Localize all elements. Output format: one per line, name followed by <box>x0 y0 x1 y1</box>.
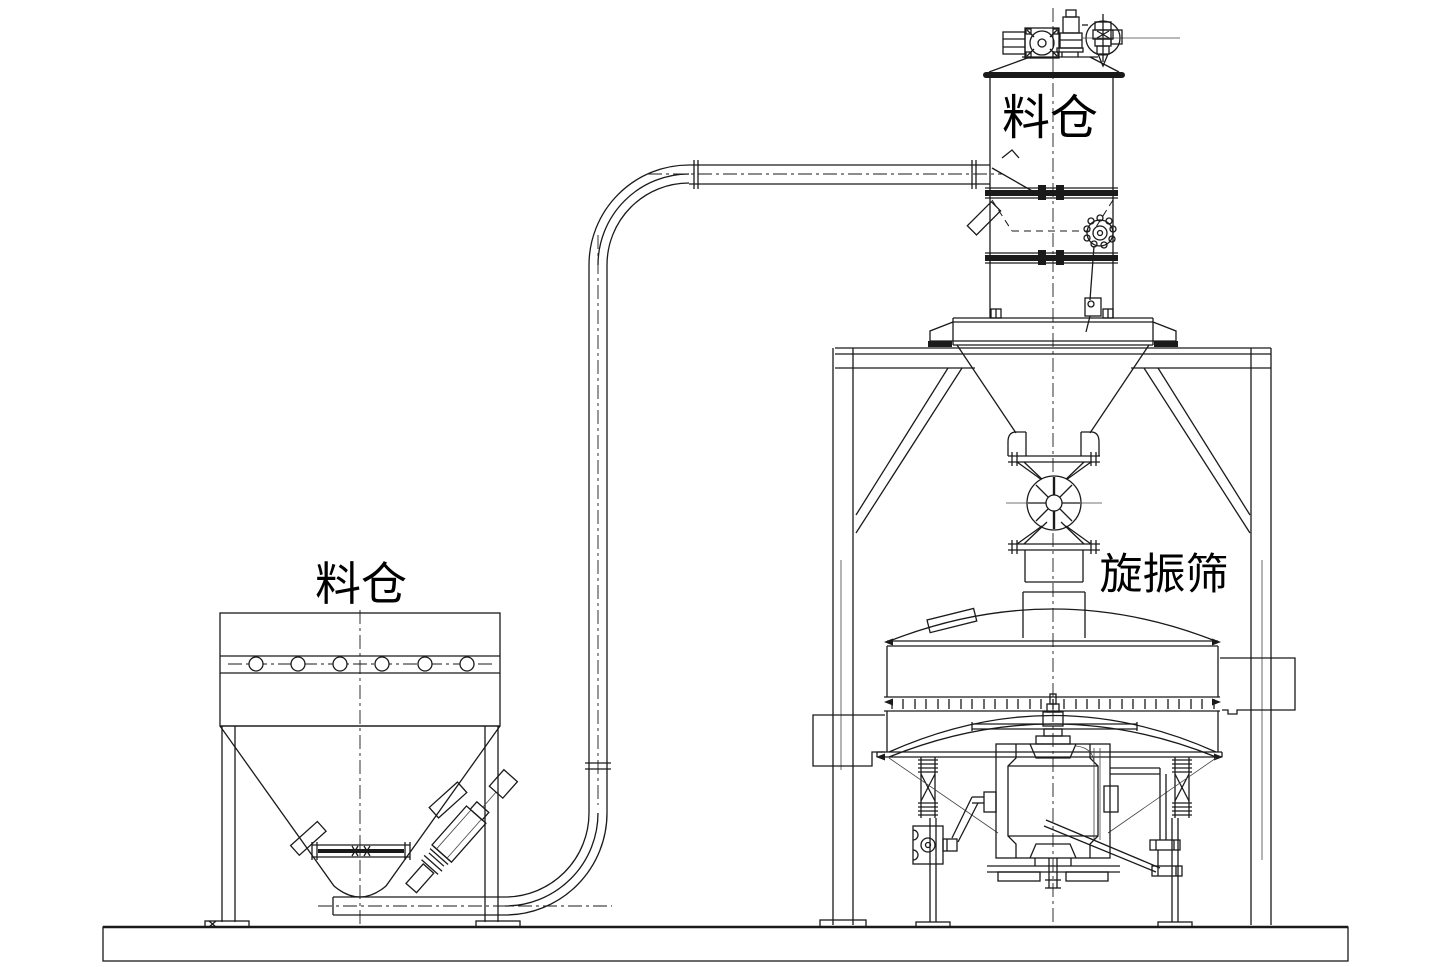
screen-fine-outlet <box>812 714 885 767</box>
rotary-airlock-valve <box>1008 452 1100 638</box>
screen-spring-right <box>1172 757 1192 818</box>
hopper-discharge-valve <box>311 842 411 860</box>
silo-flange-bands <box>985 185 1118 265</box>
air-ejector <box>405 768 519 894</box>
conveying-pipe <box>332 149 1035 916</box>
cone-stub-left <box>289 820 327 857</box>
screen-base-assembly <box>888 728 1217 928</box>
silo-level-indicator <box>1083 214 1117 333</box>
left-hopper-label: 料仓 <box>315 557 407 611</box>
hopper-bolt-band <box>220 655 500 674</box>
screen-spring-left <box>918 757 938 818</box>
silo-roof-fan-unit <box>1002 27 1060 59</box>
vibration-arrows <box>876 638 1223 761</box>
screen-coarse-outlet <box>1220 657 1296 715</box>
silo-relief-valve <box>1056 9 1088 57</box>
vibration-motor <box>983 728 1120 889</box>
silo-vacuum-breaker <box>966 200 1002 236</box>
centerlines <box>318 8 1102 928</box>
cone-stub-right <box>428 781 468 819</box>
hopper-legs <box>204 726 521 928</box>
clamp-band <box>884 696 1220 712</box>
top-silo-label: 料仓 <box>1002 90 1098 146</box>
silo-support-flange <box>928 308 1178 347</box>
left-storage-hopper: 料仓 <box>204 557 521 928</box>
motor-left-unit <box>912 796 984 865</box>
rotary-vibrating-screen: 旋振筛 <box>812 550 1296 767</box>
motor-right-piping <box>1043 767 1183 877</box>
silo-pressure-device <box>1082 14 1180 68</box>
vibrating-screen-label: 旋振筛 <box>1100 550 1229 600</box>
ground <box>102 925 1349 962</box>
top-storage-silo: 料仓 <box>928 56 1178 456</box>
dome-port <box>926 607 978 634</box>
support-frame <box>819 347 1272 928</box>
silo-top-equipment <box>1002 9 1180 68</box>
